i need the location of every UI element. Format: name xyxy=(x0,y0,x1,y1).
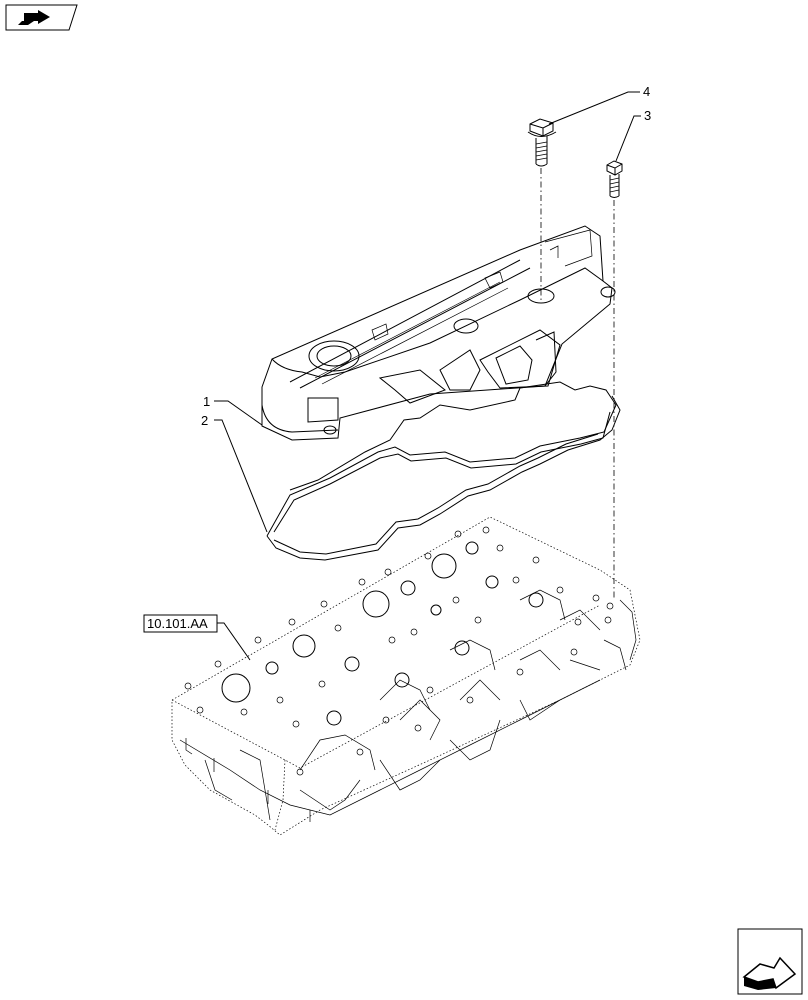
callout-1: 1 xyxy=(203,394,210,409)
gasket xyxy=(266,381,621,561)
leader-1 xyxy=(214,400,263,426)
callout-2: 2 xyxy=(201,413,208,428)
leader-2 xyxy=(214,419,268,533)
hex-bolt xyxy=(606,160,623,198)
callout-4: 4 xyxy=(643,84,650,99)
page-nav-arrow-icon[interactable] xyxy=(5,4,78,31)
reference-label[interactable]: 10.101.AA xyxy=(147,616,208,631)
next-page-arrow-icon[interactable] xyxy=(737,928,803,995)
reference-box[interactable]: 10.101.AA xyxy=(143,614,218,633)
valve-cover xyxy=(261,225,616,441)
leader-ref xyxy=(217,622,251,661)
callout-3: 3 xyxy=(644,108,651,123)
cylinder-head xyxy=(171,516,641,836)
flange-bolt xyxy=(527,118,557,167)
leader-3 xyxy=(615,115,641,162)
leader-4 xyxy=(548,91,640,125)
